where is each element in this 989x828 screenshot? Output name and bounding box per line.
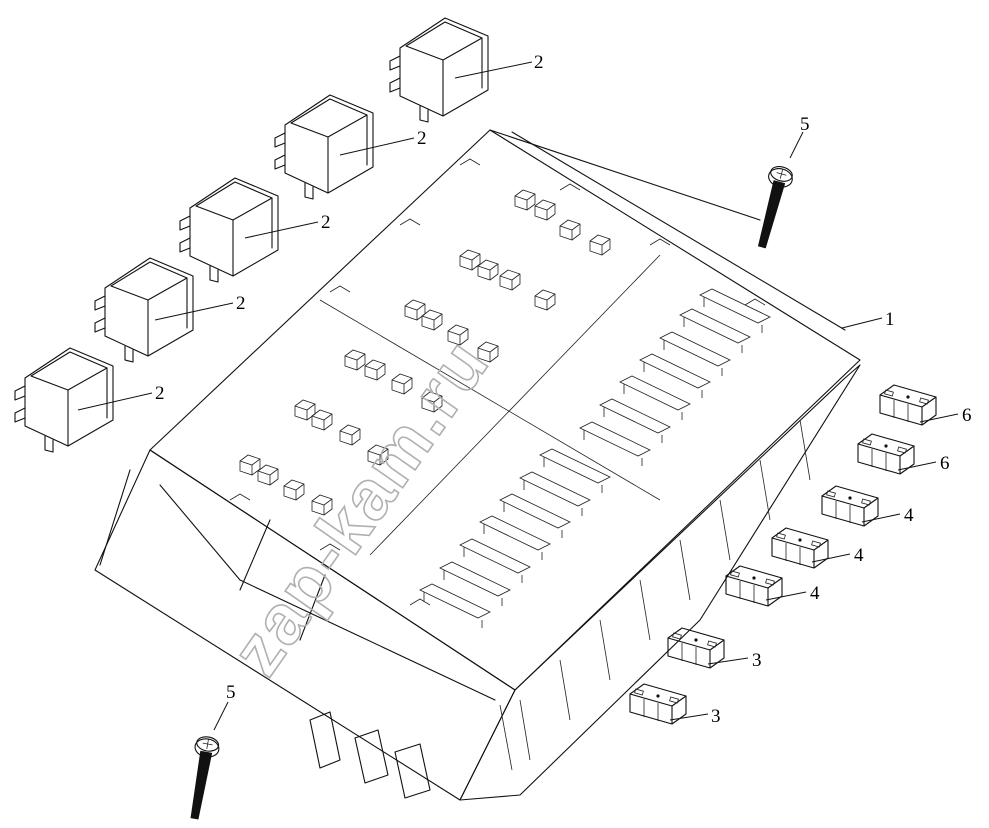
callout-fuse-medium-2: 4 (854, 545, 864, 566)
fuse-parts (629, 384, 937, 725)
callout-screw-top: 5 (800, 114, 810, 135)
callout-housing: 1 (885, 309, 895, 330)
relay-leaders (77, 61, 533, 411)
callout-fuse-medium-1: 4 (904, 505, 914, 526)
callout-fuse-small-2: 3 (711, 706, 721, 727)
callout-relay-1: 2 (534, 52, 544, 73)
callout-fuse-large-2: 6 (940, 453, 950, 474)
watermark-text: zap-kam.ru (216, 325, 503, 689)
callout-relay-5: 2 (155, 383, 165, 404)
callout-relay-4: 2 (236, 293, 246, 314)
fuse-box-housing (94, 129, 861, 801)
callout-fuse-large-1: 6 (962, 405, 972, 426)
callout-screw-bottom: 5 (226, 682, 236, 703)
callout-fuse-medium-3: 4 (810, 583, 820, 604)
callout-relay-2: 2 (417, 128, 427, 149)
callout-fuse-small-1: 3 (752, 650, 762, 671)
callout-relay-3: 2 (321, 212, 331, 233)
